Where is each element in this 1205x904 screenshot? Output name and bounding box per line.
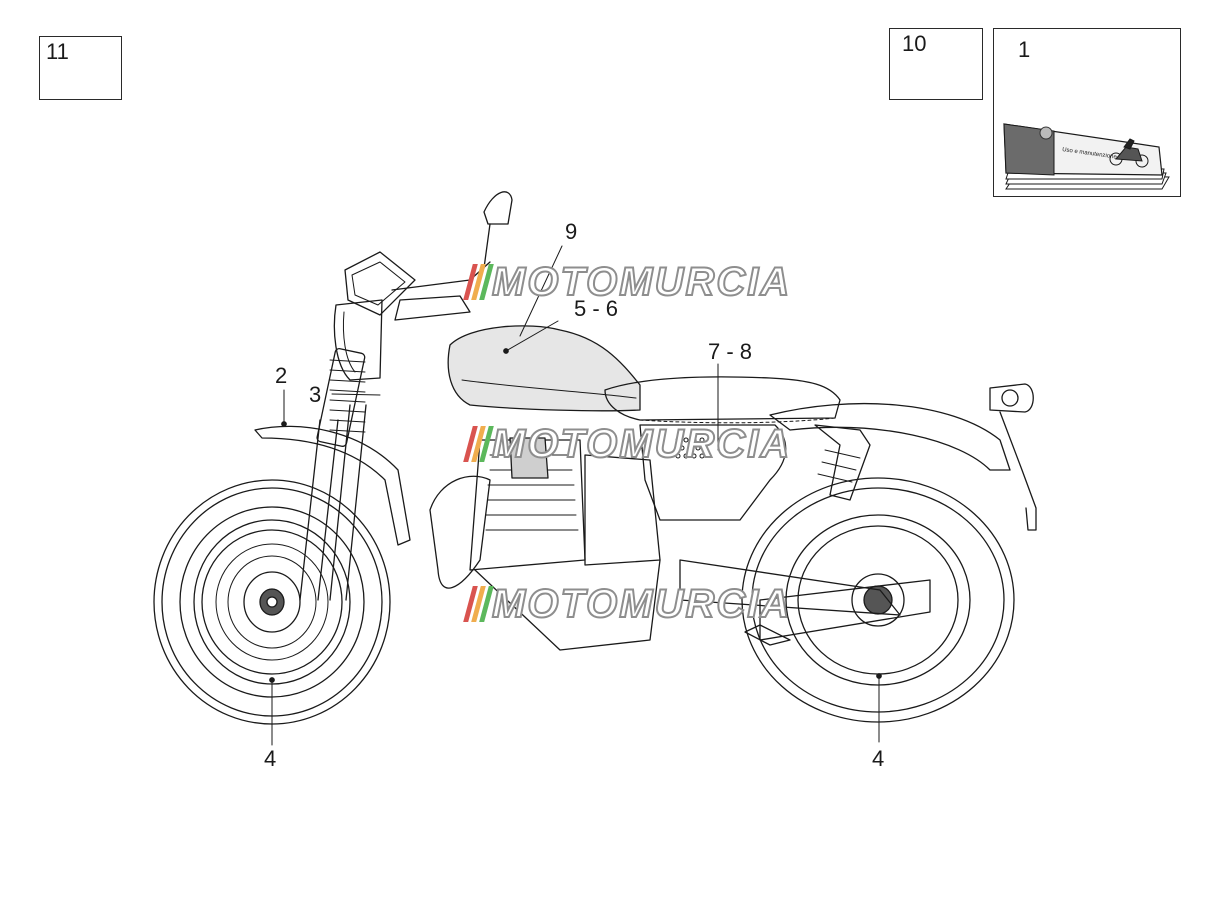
drive-shaft (759, 579, 931, 641)
callout-4-front: 4 (264, 746, 277, 771)
part-box-10: 10 (889, 28, 983, 100)
callout-2: 2 (275, 363, 288, 388)
part-box-11: 11 (39, 36, 122, 100)
part-box-1: 1 Uso e manutenzione (993, 28, 1181, 197)
engine (469, 437, 661, 651)
tail-light (989, 383, 1034, 413)
instrument-display (344, 251, 416, 316)
front-brake-disc (215, 543, 329, 661)
motorcycle-icon (1109, 138, 1149, 168)
owner-manual-illustration: Uso e manutenzione (1003, 123, 1170, 190)
footrest (744, 624, 791, 646)
mirror (483, 191, 513, 269)
watermark-text: MOTOMURCIA (491, 421, 792, 467)
callout-5-6: 5 - 6 (574, 296, 619, 321)
callout-7-8: 7 - 8 (708, 339, 753, 364)
part-box-10-label: 10 (902, 31, 927, 56)
watermark: MOTOMURCIA (463, 259, 792, 305)
front-fork (299, 348, 367, 601)
callout-3: 3 (309, 382, 322, 407)
watermark: MOTOMURCIA (463, 421, 792, 467)
side-panel (639, 424, 787, 521)
part-box-1-label: 1 (1018, 37, 1031, 62)
side-panel-vents (675, 437, 705, 459)
exhaust (429, 475, 491, 589)
leader-dots (269, 348, 882, 683)
license-plate-holder (999, 411, 1037, 531)
rear-shock (814, 424, 871, 501)
watermark: MOTOMURCIA (463, 581, 792, 627)
fuel-tank (447, 325, 641, 412)
watermark-text: MOTOMURCIA (491, 259, 792, 305)
headlight (333, 299, 383, 381)
rear-fender (769, 402, 1011, 471)
callout-9: 9 (565, 219, 578, 244)
seat (604, 376, 841, 421)
part-box-11-label: 11 (46, 39, 69, 64)
watermark-text: MOTOMURCIA (491, 581, 792, 627)
swingarm (679, 559, 901, 616)
front-fender (254, 425, 411, 546)
leader-lines (271, 245, 880, 746)
callout-4-rear: 4 (872, 746, 885, 771)
